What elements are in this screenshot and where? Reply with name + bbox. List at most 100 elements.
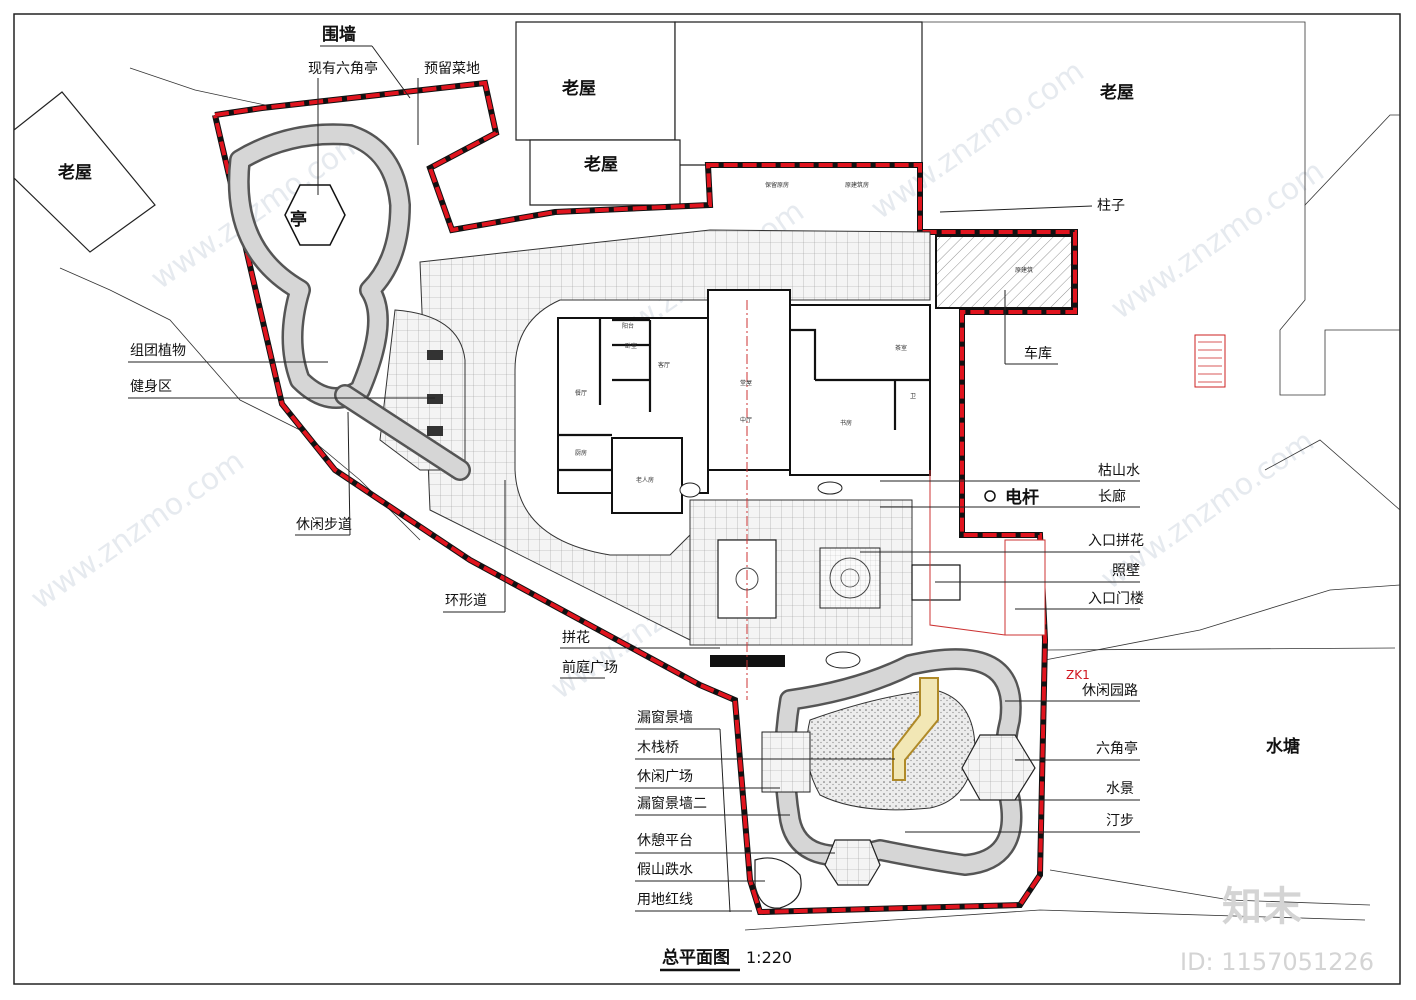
leader-walkway xyxy=(347,411,351,536)
road-edge-right xyxy=(1264,439,1401,511)
room-living: 客厅 xyxy=(658,361,670,369)
stair-treads xyxy=(1198,341,1222,383)
survey-line-left xyxy=(129,67,266,106)
room-garage-hatch: 原建筑 xyxy=(1015,266,1033,274)
label-boundary: 用地红线 xyxy=(637,892,693,908)
label-garden-path: 休闲园路 xyxy=(1082,683,1138,699)
interior-walls-east xyxy=(790,328,930,430)
watermark-site-4: www.znzmo.com xyxy=(25,444,251,617)
plan-title: 总平面图 xyxy=(662,947,730,968)
bottom-labels: 拼花 前庭广场 漏窗景墙 木栈桥 休闲广场 漏窗景墙二 休憩平台 假山跌水 用地… xyxy=(560,630,895,913)
paved-areas xyxy=(379,229,931,667)
drawing-frame xyxy=(13,13,1401,985)
label-hex-pavilion: 六角亭 xyxy=(1096,740,1138,757)
watermark-site-3: www.znzmo.com xyxy=(1105,154,1331,327)
south-garden xyxy=(679,481,1036,909)
stone-2 xyxy=(817,481,843,495)
label-fitness: 健身区 xyxy=(130,379,172,395)
room-toilet: 卫 xyxy=(910,393,916,400)
leader-wall xyxy=(371,45,411,99)
left-labels: 组团植物 健身区 休闲步道 环形道 xyxy=(128,343,506,613)
label-column: 柱子 xyxy=(1097,198,1125,214)
room-kitchen: 厨房 xyxy=(575,449,587,457)
house-east-wing xyxy=(789,304,931,476)
gate-red-line xyxy=(929,470,1006,636)
house-center xyxy=(707,289,791,471)
site-boundary xyxy=(212,79,1078,916)
boundary-red xyxy=(213,80,1077,915)
label-corridor: 长廊 xyxy=(1098,488,1126,505)
surrounding-buildings xyxy=(13,21,1401,931)
stone-1 xyxy=(825,651,861,669)
house-elder-room xyxy=(611,437,683,514)
garden-loop-inner xyxy=(776,650,1020,874)
label-wood-bridge: 木栈桥 xyxy=(637,740,679,756)
label-old-house-mid: 老屋 xyxy=(583,154,618,175)
fitness-equipment-2 xyxy=(427,394,443,404)
wood-bridge xyxy=(892,677,939,781)
ring-path-inner xyxy=(230,125,409,407)
site-edge-right xyxy=(1279,205,1400,396)
top-labels: 围墙 现有六角亭 预留菜地 xyxy=(308,24,480,195)
label-pole: 电杆 xyxy=(1005,487,1039,508)
label-rockery: 假山跌水 xyxy=(637,862,693,878)
label-vegetable-plot: 预留菜地 xyxy=(424,61,480,77)
room-dining: 餐厅 xyxy=(575,389,587,397)
leisure-plaza xyxy=(761,731,811,793)
room-keep-a: 保留原房 xyxy=(765,181,789,189)
room-bedroom: 卧室 xyxy=(625,342,637,350)
room-tearoom: 茶室 xyxy=(895,344,907,352)
road-edge-bottom xyxy=(744,909,1366,931)
label-stepping-stones: 汀步 xyxy=(1106,813,1134,829)
courtyard-paving xyxy=(419,229,931,641)
label-water-feature: 水景 xyxy=(1106,781,1134,797)
room-balcony: 阳台 xyxy=(622,322,634,330)
label-garage: 车库 xyxy=(1024,345,1052,362)
old-house-left xyxy=(13,91,156,253)
label-pond: 水塘 xyxy=(1266,736,1300,757)
room-hall: 中厅 xyxy=(740,416,752,424)
label-old-house-top: 老屋 xyxy=(561,78,596,99)
label-plant-group: 组团植物 xyxy=(130,343,186,359)
gate-house xyxy=(1004,539,1046,636)
entrance-pattern-inner xyxy=(840,568,860,588)
garage-block xyxy=(935,235,1073,309)
label-walkway: 休闲步道 xyxy=(296,517,352,533)
label-entrance-pattern: 入口拼花 xyxy=(1088,533,1144,549)
road-edge-right-2 xyxy=(1044,584,1401,661)
pole-icon xyxy=(984,490,996,502)
label-ring-road: 环形道 xyxy=(445,593,487,609)
main-house xyxy=(557,235,1073,700)
room-keep-b: 原建筑房 xyxy=(845,181,869,189)
building-labels: 老屋 老屋 老屋 老屋 水塘 亭 柱子 xyxy=(57,78,1300,757)
stone-3 xyxy=(679,482,701,498)
label-existing-pavilion: 现有六角亭 xyxy=(308,60,378,77)
leader-column xyxy=(939,205,1093,213)
plan-scale: 1:220 xyxy=(746,948,792,967)
label-zk1: ZK1 xyxy=(1066,668,1090,682)
title-block: 总平面图 1:220 xyxy=(660,947,792,972)
entrance-gate xyxy=(911,470,1046,636)
brand-id: ID: 1157051226 xyxy=(1180,948,1374,976)
room-labels: 阳台 客厅 中厅 堂屋 茶室 餐厅 厨房 书房 老人房 卫 原建筑 保留原房 原… xyxy=(575,181,1033,484)
rest-platform xyxy=(824,839,881,886)
label-old-house-left: 老屋 xyxy=(57,162,92,183)
stair-red xyxy=(1194,334,1226,388)
room-elder: 老人房 xyxy=(636,476,654,484)
road-edge-right-4 xyxy=(1049,869,1371,906)
pond-water xyxy=(806,689,976,811)
rockery xyxy=(754,857,802,909)
label-lattice-wall: 漏窗景墙 xyxy=(637,709,693,726)
old-house-top-mid xyxy=(674,21,923,166)
label-wall: 围墙 xyxy=(322,24,356,45)
road-edge-right-3 xyxy=(1044,647,1396,651)
brand-watermark: 知末 ID: 1157051226 xyxy=(1180,884,1374,976)
label-lattice-wall-2: 漏窗景墙二 xyxy=(637,795,707,812)
fitness-equipment-3 xyxy=(427,426,443,436)
ring-walkway xyxy=(227,123,471,481)
entrance-pattern-square xyxy=(819,547,881,609)
label-front-plaza: 前庭广场 xyxy=(562,659,618,676)
fitness-equipment-1 xyxy=(427,350,443,360)
walkway-diagonal-inner xyxy=(336,386,469,479)
